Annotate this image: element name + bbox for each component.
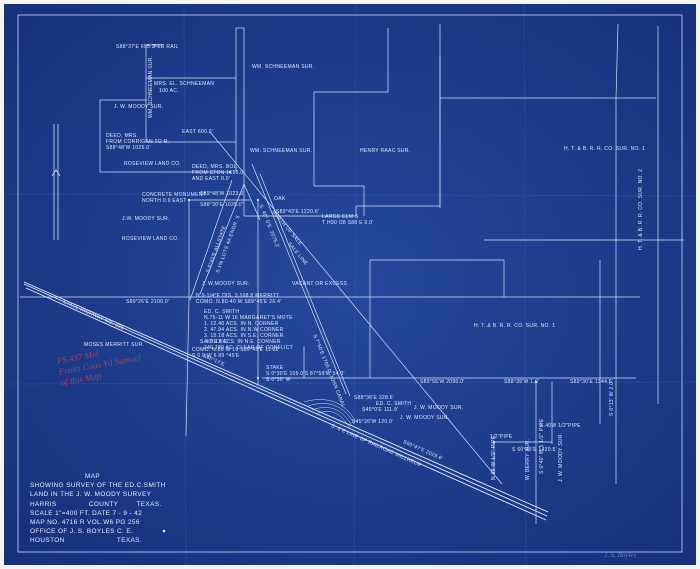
smith-notes-6: 2. 47.94 ACS. IN N.W CORNER	[204, 327, 284, 333]
pipe-note-2: S.40W 1/2"PIPE	[540, 423, 581, 429]
title-line-office: OFFICE OF J. S. BOYLES C. E.	[30, 528, 134, 536]
s-line-3: S45°26'W 120.0'	[352, 419, 394, 425]
title-city: HOUSTON	[30, 537, 65, 545]
schneeman-survey-top: WM. SCHNEEMAN SUR.	[252, 64, 315, 70]
pipe-note-4: S 0°40' W 1 1/2" PIPE	[539, 418, 545, 475]
title-block: MAP SHOWING SURVEY OF THE ED.C.SMITH LAN…	[30, 472, 180, 546]
pipe-note-1: 1/2"PIPE	[490, 434, 513, 440]
schneeman-vertical-left: WM. SCHNEEMAN SUR.	[148, 55, 154, 118]
fee-rail-label: FEE RAIL	[154, 44, 179, 50]
smith-notes-1: N.0-1/4°E DIS. 3,108.8 MERRITT	[196, 293, 280, 299]
lower-bearing-1: S89°55'W 2090.0'	[420, 379, 465, 385]
title-state: TEXAS.	[136, 500, 162, 508]
s-line-1: S88°36'E 328.6'	[354, 395, 395, 401]
lower-bearing-2: S88°39'W 1.0'	[504, 379, 540, 385]
smith-notes-2: COMO. N.80-40 W S89°45'E 26.4'	[196, 299, 282, 305]
vacant-excess-label: VACANT OR EXCESS	[292, 281, 348, 287]
smith-notes-8: 4. 5.13 ACS. IN N.E. CORNER	[204, 339, 281, 345]
title-county-name: HARRIS	[30, 500, 57, 508]
moody-survey-left: J.W. MOODY SUR.	[122, 216, 170, 222]
bearing-right: S89°43'E 1220.6'	[276, 209, 320, 215]
stake-note-1: STAKE	[266, 365, 284, 371]
title-line-scale: SCALE 1"=400 FT. DATE 7 - 9 - 42	[30, 509, 143, 517]
deed-right-1: DEED, MRS. BOL.	[192, 164, 239, 170]
merritt-survey-label: MOSES MERRITT SUR.	[84, 342, 145, 348]
concrete-monument-2: NORTH 0.9 EAST	[142, 198, 187, 204]
lower-right-vertical-survey: J. W. MOODY SUR.	[558, 432, 564, 482]
smith-notes-3: ED. C. SMITH	[204, 309, 240, 315]
large-elm-2: T H90 O8 S88 E 0.0'	[322, 220, 374, 226]
ed-smith-lower-label: ED. C. SMITH	[376, 401, 412, 407]
title-map: MAP	[84, 473, 101, 480]
lower-notes-1: S.40°E 6'C	[200, 339, 228, 345]
right-lower-vertical: N 89 W 1/2" PIPE	[491, 435, 497, 480]
title-line-showing: SHOWING SURVEY OF THE ED.C.SMITH	[30, 482, 166, 490]
diagonal-lines	[189, 131, 503, 485]
stake-markers	[162, 170, 538, 533]
htbrr-survey-right: H. T. & B. R. R. CO. SUR. NO. 1	[564, 146, 646, 152]
deed-right-2: FROM STON 1650.0'	[192, 170, 245, 176]
title-line-mapno: MAP NO. 4716 R VOL.W6 PG 256	[30, 519, 140, 527]
map-border	[17, 14, 683, 553]
property-lines	[20, 23, 684, 524]
top-bearing: S88°37'E 695.2'	[116, 44, 157, 50]
title-line-county: HARRIS COUNTY TEXAS.	[30, 500, 180, 509]
fold-lines	[4, 4, 696, 565]
moody-survey-right: J. W. MOODY SUR.	[414, 405, 464, 411]
oak-label: OAK	[274, 196, 286, 202]
stake-note-3: S 0°30' W	[266, 377, 291, 383]
deed-note-3: S88°48'W 1025.0'	[106, 145, 151, 151]
survey-linework	[4, 4, 696, 565]
title-line-city: HOUSTON TEXAS.	[30, 536, 180, 545]
bearing-mid-1: S89°48'W 1023.3'	[200, 191, 245, 197]
moody-lower-label: J. W. MOODY SUR.	[400, 415, 450, 421]
deed-right-3: AND EAST 0.0'	[192, 176, 231, 182]
bearing-left: S89°26'E 2100.0'	[126, 299, 170, 305]
roseview-upper-label: ROSEVIEW LAND CO.	[124, 161, 182, 167]
htbrr-survey-lower: H. T. & B. R. R. CO. SUR. NO. 1	[474, 323, 556, 329]
signature-mark: J. S. Boyles	[604, 551, 637, 559]
title-county-word: COUNTY	[88, 500, 119, 508]
right-bearing: S89°30'E 1344.5'	[570, 379, 614, 385]
pipe-note-3: S 60°45'E 1420.5'	[512, 447, 557, 453]
roseview-lower-label: ROSEVIEW LAND CO.	[122, 236, 180, 242]
title-city-state: TEXAS.	[116, 537, 143, 545]
title-line-land: LAND IN THE J. W. MOODY SURVEY	[30, 491, 152, 499]
bottom-right-bearing: S 0°13' W 2.0'	[609, 380, 615, 416]
right-vertical-survey: H. T. & B. R. R. CO. SUR. NO. 2	[638, 168, 644, 250]
deed-note-1: DEED, MRS.	[106, 133, 139, 139]
moody-survey-top: J. W. MOODY SUR.	[114, 104, 164, 110]
deed-note-2: FROM CORRIGAN TO R.	[106, 139, 170, 145]
north-arrow-icon	[51, 124, 61, 240]
concrete-monument-1: CONCRETE MONUMENT	[142, 192, 206, 198]
bearing-mid-2: S88°30'E 1025.0'	[200, 202, 244, 208]
smith-notes-5: 1. 12.40 ACS. IN N. CORNER	[204, 321, 279, 327]
lower-notes-3: S 0.9 W 6 89 °45'E	[192, 353, 240, 359]
paper-tone	[4, 4, 696, 565]
smith-notes-9: 246.189 AC. CLEAR OF CONFLICT	[204, 345, 294, 351]
henry-raac-survey: HENRY RAAC SUR.	[360, 148, 411, 154]
small-tract-hatch	[303, 399, 357, 429]
moody-survey-center: J. W.MOODY SUR.	[202, 281, 250, 287]
schneeman-survey-mid: WM. SCHNEEMAN SUR.	[250, 148, 313, 154]
smith-notes-4: N.75-11 W 16 MARGARET'S MOTE	[204, 315, 293, 321]
mrs-schneeman-label: MRS. EL. SCHNEEMAN	[154, 81, 215, 87]
lower-notes-2: COMO. N.89 W 16 S89°45'E 11.02'	[192, 347, 280, 353]
state-highway	[23, 281, 549, 521]
blueprint-sheet: WM. SCHNEEMAN SUR. MRS. EL. SCHNEEMAN 10…	[4, 4, 696, 565]
smith-notes-7: 3. 15.18 ACS. IN S.E. CORNER	[204, 333, 284, 339]
stake-note-2: S 0°30'E 105.0'S 87°59'W 54.0'	[266, 371, 345, 377]
s-line-2: S45°0'E 111.9'	[362, 407, 399, 413]
east-line-bearing: EAST 600.0'	[182, 129, 214, 135]
mrs-schneeman-acres: 100 AC.	[159, 88, 179, 94]
large-elm-1: LARGE ELM S	[322, 214, 359, 220]
berry-survey: W. BERRY SUR.	[525, 438, 531, 480]
